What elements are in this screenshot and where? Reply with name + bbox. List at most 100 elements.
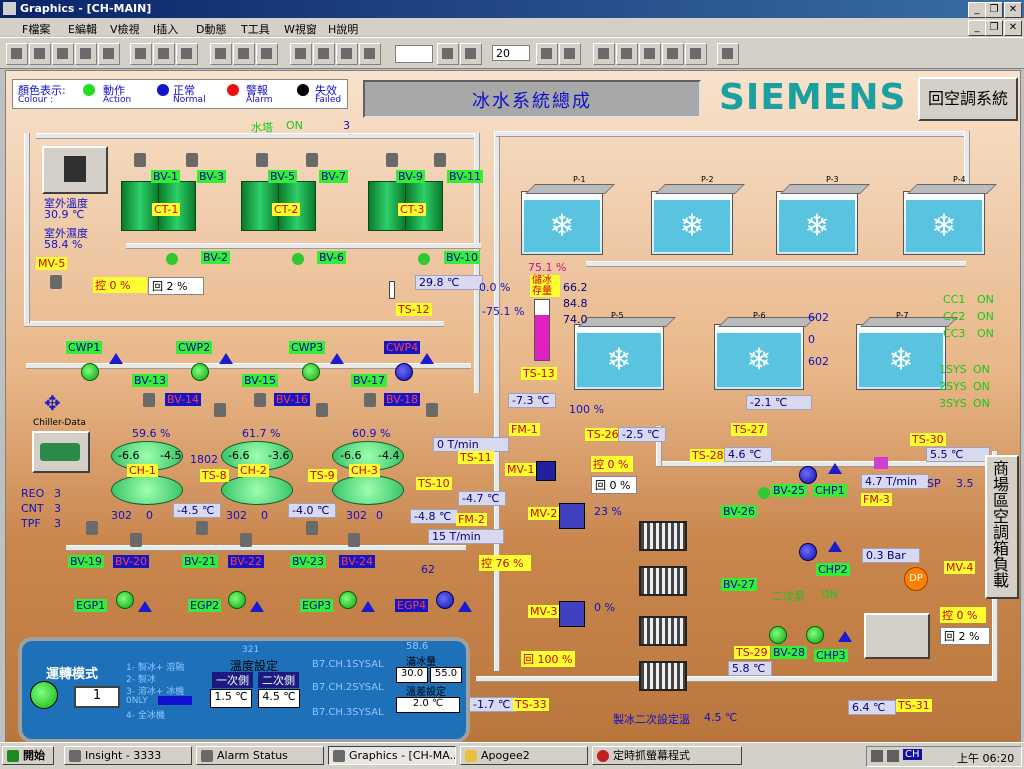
- color-icon[interactable]: [559, 43, 581, 65]
- bv16-valve-icon[interactable]: [316, 403, 328, 417]
- ch3-evaporator[interactable]: [332, 475, 404, 505]
- mode-input[interactable]: 1: [74, 686, 120, 708]
- ts30-label[interactable]: TS-30: [910, 433, 946, 446]
- link-icon[interactable]: [639, 43, 661, 65]
- cut-icon[interactable]: [130, 43, 152, 65]
- menu-dynamic[interactable]: D動態: [196, 23, 227, 36]
- bv16-label[interactable]: BV-16: [274, 393, 311, 406]
- primary-setting-input[interactable]: 1.5 ℃: [210, 689, 252, 708]
- ice-tank-p5[interactable]: ❄: [574, 317, 676, 390]
- ch2-evaporator[interactable]: [221, 475, 293, 505]
- fm1-label[interactable]: FM-1: [509, 423, 540, 436]
- cwp4-label[interactable]: CWP4: [384, 341, 421, 354]
- open-icon[interactable]: [29, 43, 51, 65]
- ts8-label[interactable]: TS-8: [200, 469, 229, 482]
- ts13-label[interactable]: TS-13: [521, 367, 557, 380]
- egp4-label[interactable]: EGP4: [395, 599, 429, 612]
- bv1-label[interactable]: BV-1: [151, 170, 181, 183]
- check-icon[interactable]: [616, 43, 638, 65]
- egp1-pump-icon[interactable]: [116, 591, 134, 609]
- bv21-label[interactable]: BV-21: [182, 555, 219, 568]
- palette-icon[interactable]: [536, 43, 558, 65]
- mv3-actuator-icon[interactable]: [559, 601, 585, 627]
- key-icon[interactable]: [75, 43, 97, 65]
- fm3-label[interactable]: FM-3: [861, 493, 892, 506]
- tool-a-icon[interactable]: [233, 43, 255, 65]
- close-button[interactable]: ✕: [1004, 2, 1022, 18]
- ch1-evaporator[interactable]: [111, 475, 183, 505]
- bv15-label[interactable]: BV-15: [242, 374, 279, 387]
- menu-help[interactable]: H說明: [328, 23, 359, 36]
- menu-view[interactable]: V檢視: [110, 23, 140, 36]
- cwp2-label[interactable]: CWP2: [176, 341, 213, 354]
- bv20-label[interactable]: BV-20: [113, 555, 150, 568]
- bv3-label[interactable]: BV-3: [197, 170, 227, 183]
- chp3-label[interactable]: CHP3: [814, 649, 848, 662]
- bv7-valve-icon[interactable]: [306, 153, 318, 167]
- print-icon[interactable]: [98, 43, 120, 65]
- menu-insert[interactable]: I插入: [153, 23, 179, 36]
- heat-exchanger-1[interactable]: [639, 521, 687, 551]
- back-to-hvac-button[interactable]: 回空調系統: [918, 77, 1018, 121]
- props-icon[interactable]: [593, 43, 615, 65]
- bv11-valve-icon[interactable]: [434, 153, 446, 167]
- bv18-valve-icon[interactable]: [426, 403, 438, 417]
- layer-select[interactable]: [395, 45, 433, 63]
- bv6-label[interactable]: BV-6: [317, 251, 347, 264]
- heat-exchanger-3[interactable]: [639, 616, 687, 646]
- ct1-label[interactable]: CT-1: [152, 203, 181, 216]
- bv23-label[interactable]: BV-23: [290, 555, 327, 568]
- bv21-valve-icon[interactable]: [196, 521, 208, 535]
- bv18-label[interactable]: BV-18: [384, 393, 421, 406]
- chiller-data-button[interactable]: [32, 431, 90, 473]
- bv24-valve-icon[interactable]: [348, 533, 360, 547]
- bv9-valve-icon[interactable]: [386, 153, 398, 167]
- bv17-valve-icon[interactable]: [364, 393, 376, 407]
- menu-edit[interactable]: E編輯: [68, 23, 97, 36]
- bv7-label[interactable]: BV-7: [319, 170, 349, 183]
- ts27-label[interactable]: TS-27: [731, 423, 767, 436]
- bv22-label[interactable]: BV-22: [228, 555, 265, 568]
- ts29-label[interactable]: TS-29: [734, 646, 770, 659]
- doc-minimize-button[interactable]: _: [968, 20, 986, 36]
- ct3-label[interactable]: CT-3: [398, 203, 427, 216]
- fm2-label[interactable]: FM-2: [456, 513, 487, 526]
- grid-icon[interactable]: [460, 43, 482, 65]
- task-apogee2[interactable]: Apogee2: [460, 746, 588, 765]
- bv24-label[interactable]: BV-24: [339, 555, 376, 568]
- egp4-pump-icon[interactable]: [436, 591, 454, 609]
- storage-input-a[interactable]: 30.0: [396, 667, 428, 683]
- storage-input-b[interactable]: 55.0: [430, 667, 462, 683]
- mv2-actuator-icon[interactable]: [559, 503, 585, 529]
- task-insight[interactable]: Insight - 3333: [64, 746, 192, 765]
- bv26-label[interactable]: BV-26: [721, 505, 758, 518]
- frame-icon[interactable]: [717, 43, 739, 65]
- bv6-valve-icon[interactable]: [292, 253, 304, 265]
- bv17-label[interactable]: BV-17: [351, 374, 388, 387]
- chp2-pump-icon[interactable]: [799, 543, 817, 561]
- tool-d-icon[interactable]: [313, 43, 335, 65]
- bv5-label[interactable]: BV-5: [268, 170, 298, 183]
- ice-tank-p7[interactable]: ❄: [856, 317, 958, 390]
- menu-tools[interactable]: T工具: [241, 23, 270, 36]
- bv13-valve-icon[interactable]: [143, 393, 155, 407]
- bv14-valve-icon[interactable]: [214, 403, 226, 417]
- bv22-valve-icon[interactable]: [240, 533, 252, 547]
- ch1-label[interactable]: CH-1: [127, 464, 158, 477]
- tool-c-icon[interactable]: [290, 43, 312, 65]
- tool-f-icon[interactable]: [359, 43, 381, 65]
- mv3-label[interactable]: MV-3: [528, 605, 560, 618]
- tray-network-icon[interactable]: [887, 750, 899, 762]
- ts10-label[interactable]: TS-10: [416, 477, 452, 490]
- bv25-valve-icon[interactable]: [758, 487, 770, 499]
- bv10-valve-icon[interactable]: [418, 253, 430, 265]
- bv19-valve-icon[interactable]: [86, 521, 98, 535]
- home-icon[interactable]: [210, 43, 232, 65]
- heat-exchanger-4[interactable]: [639, 661, 687, 691]
- ice-tank-p1[interactable]: ❄: [521, 184, 615, 255]
- diff-input[interactable]: 2.0 ℃: [396, 697, 460, 713]
- weather-station-button[interactable]: [42, 146, 108, 194]
- ch3-label[interactable]: CH-3: [349, 464, 380, 477]
- mv1-actuator-icon[interactable]: [536, 461, 556, 481]
- ice-tank-p4[interactable]: ❄: [903, 184, 997, 255]
